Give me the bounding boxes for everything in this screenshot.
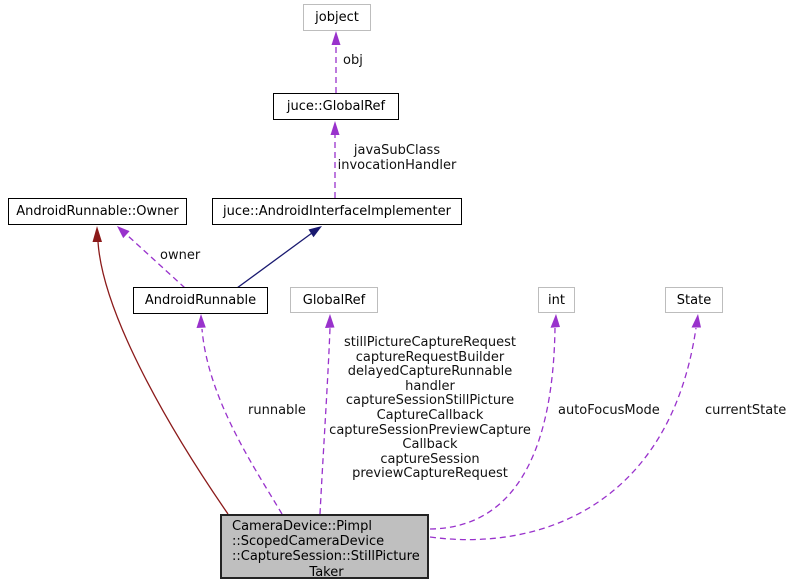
arrowhead-currentstate <box>691 314 701 328</box>
edge-label-line: Callback <box>402 437 458 453</box>
edge-members <box>319 327 331 515</box>
edge-label-members: stillPictureCaptureRequest captureReques… <box>320 335 540 482</box>
main-node-line: ::ScopedCameraDevice <box>232 534 385 550</box>
arrowhead-autofocusmode <box>550 314 560 328</box>
edge-label-line: javaSubClass <box>353 143 441 158</box>
edge-label-line: stillPictureCaptureRequest <box>344 335 516 350</box>
edge-owner <box>126 234 186 289</box>
edge-autofocusmode <box>429 327 556 530</box>
arrowhead-owner <box>117 226 130 239</box>
node-juce-androidinterfaceimplementer[interactable]: juce::AndroidInterfaceImplementer <box>212 198 462 225</box>
edge-label-line: captureSessionStillPicture <box>345 393 515 409</box>
main-node-line: CameraDevice::Pimpl <box>232 519 372 534</box>
node-juce-globalref[interactable]: juce::GlobalRef <box>273 93 399 120</box>
edge-runnable <box>201 328 283 515</box>
main-node-line: ::CaptureSession::StillPicture <box>232 549 420 565</box>
edge-label-line: handler <box>405 378 455 394</box>
arrowhead-inheritance-public <box>308 226 322 238</box>
edge-inheritance-private <box>97 241 229 515</box>
edge-inheritance-public <box>236 232 313 289</box>
edge-label-line: invocationHandler <box>337 157 457 173</box>
arrowhead-inheritance-private <box>92 226 102 242</box>
edge-label-line: CaptureCallback <box>376 407 484 423</box>
node-globalref: GlobalRef <box>290 287 378 313</box>
main-node-line: Taker <box>309 564 344 580</box>
node-androidrunnable-owner[interactable]: AndroidRunnable::Owner <box>8 198 187 225</box>
edge-label-invocation: javaSubClass invocationHandler <box>327 143 467 173</box>
edge-currentstate <box>429 327 697 541</box>
edge-label-line: previewCaptureRequest <box>352 466 508 482</box>
arrowhead-obj <box>331 31 341 45</box>
edge-label-line: captureSession <box>380 451 480 467</box>
edge-label-line: captureSessionPreviewCapture <box>329 422 531 438</box>
edge-label-line: captureRequestBuilder <box>355 349 505 365</box>
edge-label-line: delayedCaptureRunnable <box>347 364 513 380</box>
edge-label-owner: owner <box>160 248 201 263</box>
edge-label-autofocusmode: autoFocusMode <box>558 403 660 418</box>
arrowhead-invocation <box>330 121 340 135</box>
edge-label-obj: obj <box>343 53 363 68</box>
node-int: int <box>538 287 575 313</box>
node-main-stillpicturetaker: CameraDevice::Pimpl ::ScopedCameraDevice… <box>220 514 429 580</box>
edge-label-currentstate: currentState <box>705 403 787 418</box>
edge-label-runnable: runnable <box>248 403 306 418</box>
node-jobject: jobject <box>303 4 371 31</box>
node-androidrunnable[interactable]: AndroidRunnable <box>133 287 268 314</box>
arrowhead-members <box>325 314 335 328</box>
arrowhead-runnable <box>196 314 206 328</box>
node-state: State <box>665 287 723 313</box>
